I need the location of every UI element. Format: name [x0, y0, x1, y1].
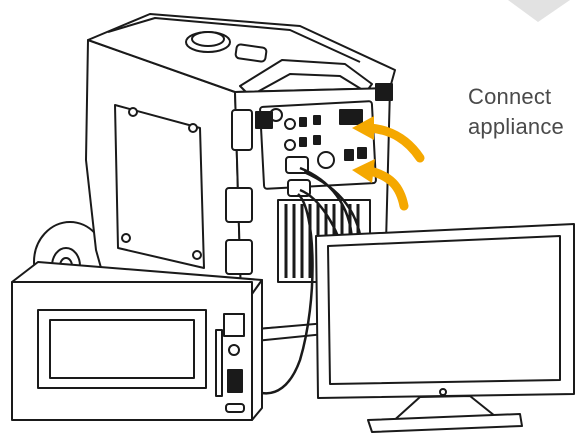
- microwave-keypad: [228, 370, 242, 392]
- microwave-handle: [216, 330, 222, 396]
- microwave-display: [224, 314, 244, 336]
- caption-line-1: Connect: [468, 82, 564, 112]
- caption-line-2: appliance: [468, 112, 564, 142]
- power-dial: [318, 152, 334, 168]
- instruction-caption: Connect appliance: [468, 82, 564, 142]
- monitor: [316, 224, 574, 432]
- monitor-screen: [328, 236, 560, 384]
- microwave: [12, 262, 262, 420]
- triangle-down-icon: [508, 0, 570, 22]
